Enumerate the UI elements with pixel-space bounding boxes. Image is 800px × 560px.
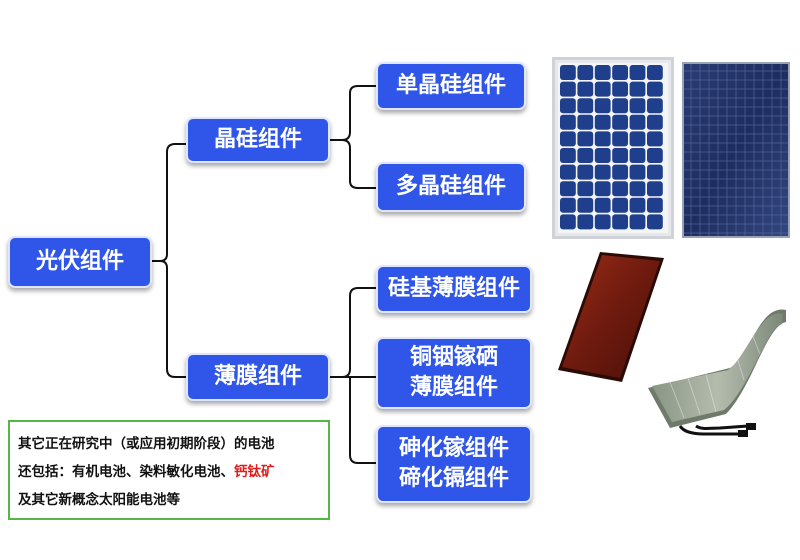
node-cigs: 铜铟镓硒 薄膜组件	[376, 337, 532, 409]
node-polycrystalline: 多晶硅组件	[376, 162, 526, 212]
note-box: 其它正在研究中（或应用初期阶段）的电池 还包括：有机电池、染料敏化电池、钙钛矿 …	[8, 420, 330, 520]
node-label: 光伏组件	[35, 249, 124, 274]
note-line-2-text: 还包括：有机电池、染料敏化电池、	[18, 464, 234, 480]
node-label-line2: 薄膜组件	[409, 375, 498, 400]
note-line-1: 其它正在研究中（或应用初期阶段）的电池	[18, 436, 275, 452]
node-thin-film: 薄膜组件	[186, 353, 330, 401]
node-label-line2: 碲化镉组件	[398, 466, 509, 491]
node-silicon-thin-film: 硅基薄膜组件	[376, 265, 532, 313]
note-line-3: 及其它新概念太阳能电池等	[18, 492, 180, 508]
node-gaas-cdte: 砷化镓组件 碲化镉组件	[376, 425, 532, 503]
node-label: 晶硅组件	[213, 127, 302, 152]
thin-film-panel-image	[558, 252, 664, 382]
node-label-line1: 砷化镓组件	[398, 436, 509, 461]
node-label-line1: 铜铟镓硒	[409, 345, 498, 370]
node-monocrystalline: 单晶硅组件	[376, 62, 526, 110]
monocrystalline-panel-image	[552, 57, 674, 239]
node-label: 薄膜组件	[213, 364, 302, 389]
note-highlight-perovskite: 钙钛矿	[234, 464, 275, 480]
polycrystalline-panel-image	[682, 62, 790, 238]
node-crystalline-silicon: 晶硅组件	[186, 117, 330, 163]
flexible-thin-film-image	[648, 309, 786, 437]
node-label: 硅基薄膜组件	[387, 276, 520, 301]
node-label: 多晶硅组件	[395, 174, 506, 199]
note-line-2: 还包括：有机电池、染料敏化电池、钙钛矿	[18, 458, 320, 486]
node-photovoltaic-module: 光伏组件	[8, 236, 152, 288]
node-label: 单晶硅组件	[395, 73, 506, 98]
